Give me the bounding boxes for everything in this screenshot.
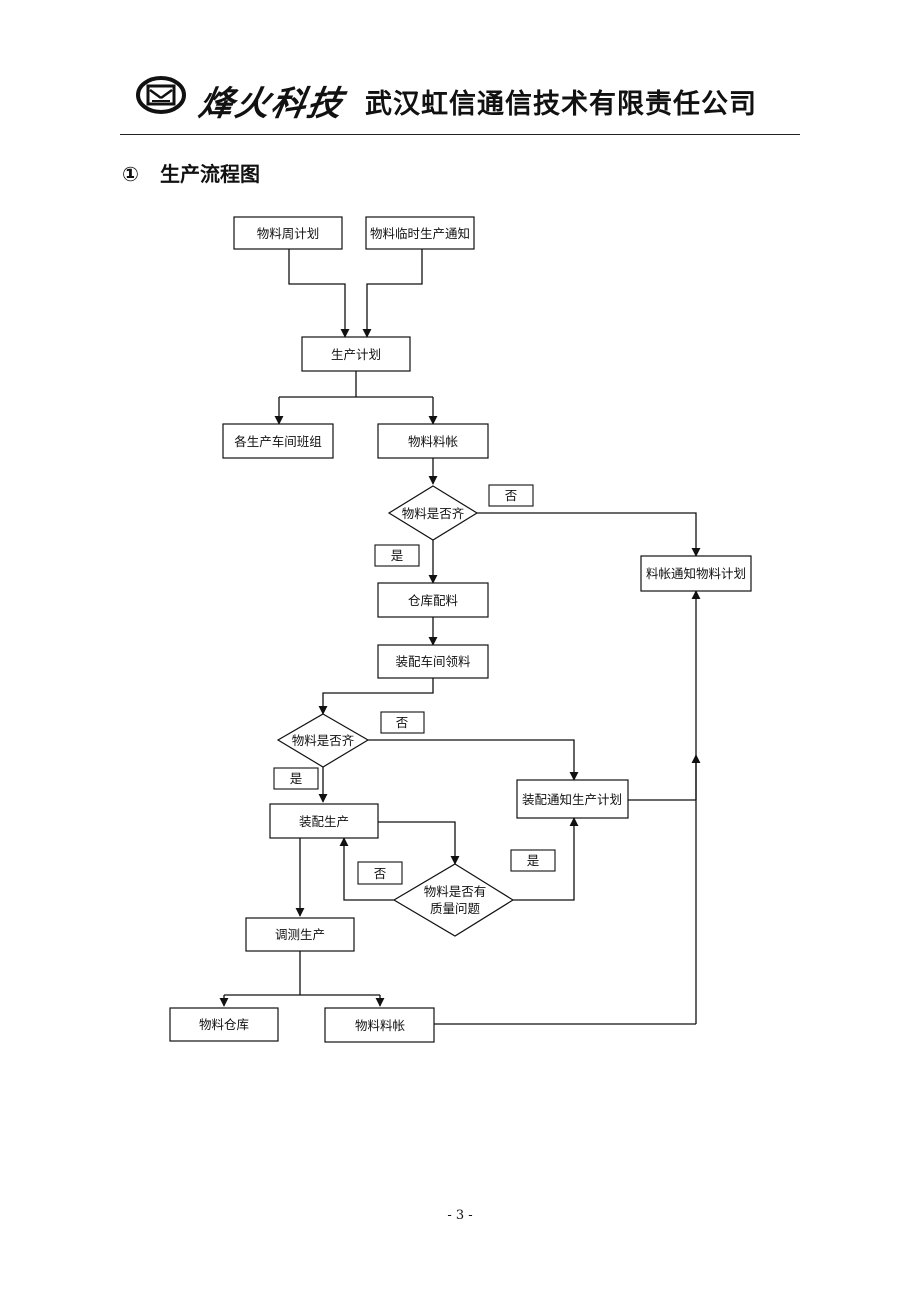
node-check-complete-1 — [387, 485, 479, 541]
node-weekly-plan — [233, 216, 343, 250]
label-no-2: 否 — [396, 715, 409, 730]
node-temp-notice — [365, 216, 475, 250]
node-warehouse-prep — [377, 582, 489, 618]
company-logo-icon — [136, 76, 186, 114]
text-quality-check-line1: 物料是否有 — [424, 884, 487, 899]
text-material-warehouse: 物料仓库 — [199, 1017, 249, 1032]
node-assembly-production — [269, 803, 379, 839]
label-no-3: 否 — [374, 866, 387, 881]
text-quality-check-line2: 质量问题 — [430, 901, 481, 916]
section-number: ① — [122, 162, 139, 186]
node-production-plan — [301, 336, 411, 372]
text-warehouse-prep: 仓库配料 — [408, 593, 459, 608]
text-account-notify-plan: 料帐通知物料计划 — [646, 566, 746, 581]
node-material-warehouse — [169, 1007, 279, 1042]
text-material-account-1: 物料料帐 — [408, 434, 459, 449]
label-yes-2: 是 — [290, 771, 303, 786]
text-check-complete-1: 物料是否齐 — [402, 506, 465, 521]
text-assembly-pick: 装配车间领料 — [395, 654, 471, 669]
text-weekly-plan: 物料周计划 — [257, 226, 320, 241]
node-material-account-1 — [377, 423, 489, 459]
section-heading: ① 生产流程图 — [122, 158, 260, 187]
text-debug-production: 调测生产 — [275, 927, 325, 942]
label-no-1: 否 — [505, 488, 518, 503]
text-workshop-teams: 各生产车间班组 — [234, 434, 322, 449]
header-divider — [120, 134, 800, 135]
text-production-plan: 生产计划 — [331, 347, 381, 362]
node-assembly-notify-plan — [516, 779, 629, 819]
node-check-complete-2 — [276, 713, 370, 768]
label-yes-1: 是 — [391, 548, 404, 563]
company-name: 武汉虹信通信技术有限责任公司 — [365, 89, 757, 120]
text-assembly-notify-plan: 装配通知生产计划 — [522, 792, 622, 807]
text-assembly-production: 装配生产 — [299, 814, 349, 829]
section-title: 生产流程图 — [160, 162, 260, 186]
node-workshop-teams — [222, 423, 334, 459]
node-account-notify-plan — [640, 555, 752, 592]
node-debug-production — [245, 917, 355, 952]
label-yes-3: 是 — [527, 853, 540, 868]
node-assembly-pick — [377, 644, 489, 679]
text-temp-notice: 物料临时生产通知 — [370, 226, 470, 241]
page-number: - 3 - — [447, 1208, 473, 1223]
text-material-account-2: 物料料帐 — [355, 1018, 406, 1033]
node-material-account-2 — [324, 1007, 435, 1043]
node-quality-check — [392, 863, 515, 937]
page-header: 烽火科技 武汉虹信通信技术有限责任公司 — [120, 62, 800, 137]
text-check-complete-2: 物料是否齐 — [292, 733, 355, 748]
